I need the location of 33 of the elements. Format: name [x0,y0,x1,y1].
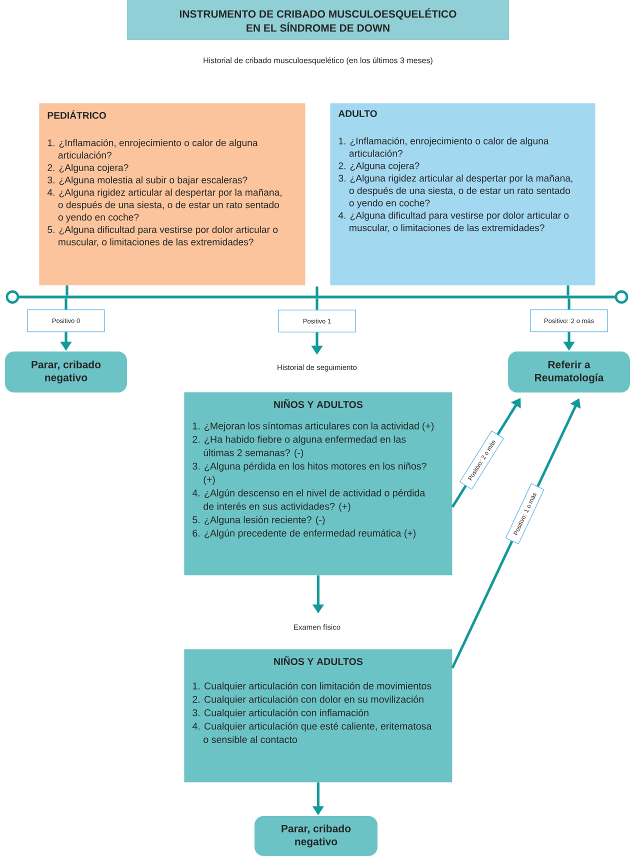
outcome-box: Referir a Reumatología [508,352,630,392]
box-heading: ADULTO [338,110,377,117]
list-item: 3. ¿Alguna pérdida en los hitos motores en los niños? (+) [192,462,426,485]
list-item: 1. Cualquier articulación con limitación de movimientos [192,682,432,692]
list-item: 1. ¿Inflamación, enrojecimiento o calor de alguna articulación? [338,137,549,157]
list-item: 2. ¿Alguna cojera? [338,162,420,172]
list-item: 4. ¿Alguna rigidez articular al despertar por la mañana, o después de una siesta, o de estar un rato sentado o yendo en coche? [47,188,282,222]
list-item: 4. ¿Alguna dificultad para vestirse por dolor articular o muscular, o limitaciones de las extremidades? [338,212,569,232]
checklist-box [39,103,306,286]
checklist-box [184,649,452,782]
list-item: 5. ¿Alguna lesión reciente? (-) [192,516,325,526]
list-item: 3. ¿Alguna molestia al subir o bajar escaleras? [48,176,248,186]
outcome-box: Parar, cribado negativo [254,816,378,856]
list-item: 5. ¿Alguna dificultad para vestirse por dolor articular o muscular, o limitaciones de las extremidades? [48,226,278,247]
box-heading: PEDIÁTRICO [48,110,106,119]
list-item: 1. ¿Inflamación, enrojecimiento o calor de alguna articulación? [48,139,258,159]
list-item: 4. ¿Algún descenso en el nivel de actividad o pérdida de interés en sus actividades? (+) [192,489,426,512]
subtitle: Historial de cribado musculoesquelético (en los últimos 3 meses) [204,57,432,65]
list-item: 1. ¿Mejoran los síntomas articulares con la actividad (+) [192,422,434,432]
checklist-box [184,392,452,576]
box-heading: NIÑOS Y ADULTOS [274,656,363,666]
title-banner: INSTRUMENTO DE CRIBADO MUSCULOESQUELÉTICO EN EL SÍNDROME DE DOWN [127,0,509,40]
outcome-box: Parar, cribado negativo [5,352,127,392]
box-heading: NIÑOS Y ADULTOS [274,399,363,408]
list-item: 3. Cualquier articulación con inflamación [192,708,368,718]
list-item: 2. Cualquier articulación con dolor en su movilización [192,696,424,705]
list-item: 4. Cualquier articulación que esté caliente, eritematosa o sensible al contacto [192,722,432,744]
list-item: 3. ¿Alguna rigidez articular al despertar por la mañana, o después de una siesta, o de estar un rato sentado o yendo en coche? [338,174,572,208]
list-item: 6. ¿Algún precedente de enfermedad reumática (+) [192,529,416,539]
list-item: 2. ¿Alguna cojera? [48,164,128,173]
timeline [6,286,628,304]
list-item: 2. ¿Ha habido fiebre o alguna enfermedad en las últimas 2 semanas? (-) [192,436,406,458]
checklist-box [330,103,596,286]
